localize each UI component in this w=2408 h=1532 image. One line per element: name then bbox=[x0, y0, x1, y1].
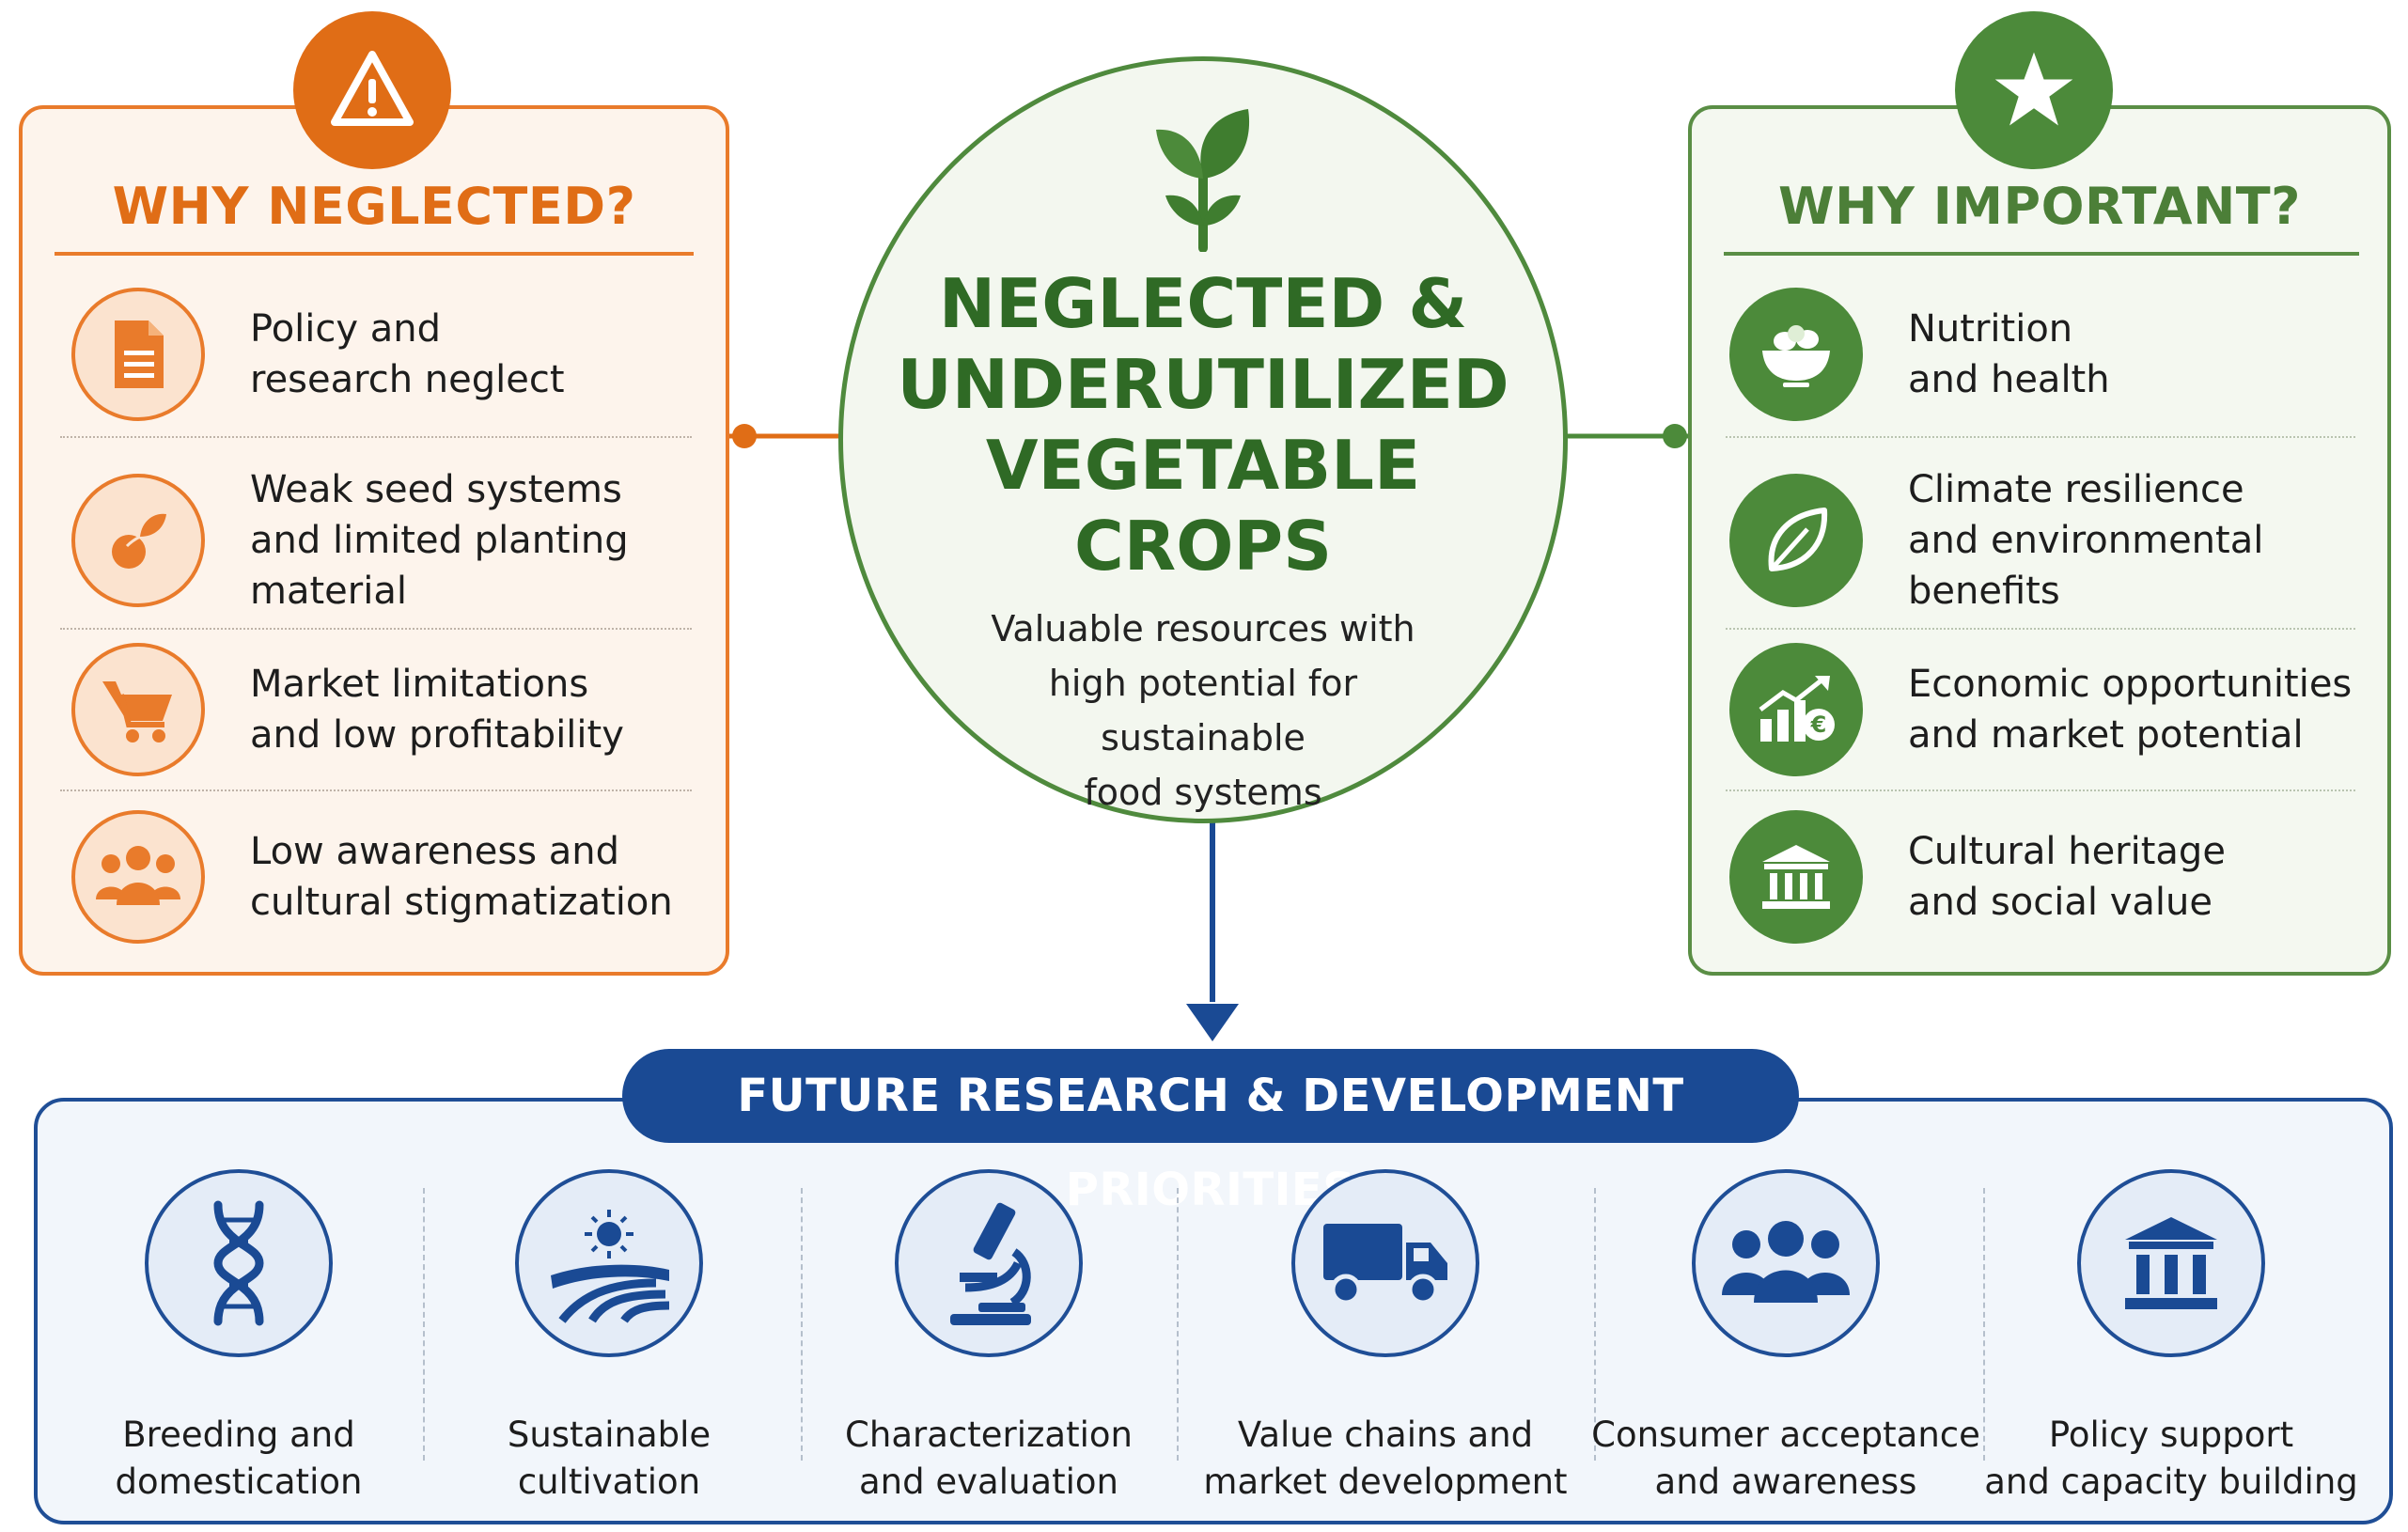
microscope-icon bbox=[895, 1169, 1083, 1357]
field-sun-icon bbox=[515, 1169, 703, 1357]
item-line: Policy and bbox=[250, 307, 442, 351]
important-item-nutrition: Nutrition and health bbox=[1729, 288, 2110, 421]
left-connector-dot bbox=[732, 424, 757, 448]
warning-icon bbox=[331, 51, 414, 126]
neglect-item-seed: Weak seed systems and limited planting m… bbox=[71, 464, 629, 617]
item-line: Climate resilience bbox=[1908, 468, 2244, 511]
priority-label: domestication bbox=[115, 1462, 363, 1502]
item-line: and environmental bbox=[1908, 519, 2264, 562]
priorities-title: FUTURE RESEARCH & DEVELOPMENT PRIORITIES bbox=[622, 1049, 1799, 1216]
item-line: and health bbox=[1908, 358, 2110, 401]
center-title-line: NEGLECTED & bbox=[938, 264, 1468, 343]
growth-chart-icon: € bbox=[1729, 643, 1863, 776]
priority-label: Value chains and bbox=[1237, 1415, 1534, 1455]
priority-label: and evaluation bbox=[859, 1462, 1118, 1502]
item-line: Cultural heritage bbox=[1908, 830, 2226, 873]
item-line: Market limitations bbox=[250, 663, 589, 706]
divider bbox=[1726, 436, 2355, 438]
separator bbox=[1594, 1188, 1596, 1461]
down-arrow bbox=[1186, 1004, 1239, 1041]
title-rule bbox=[1724, 252, 2359, 256]
priority-label: market development bbox=[1203, 1462, 1568, 1502]
divider bbox=[60, 628, 692, 630]
important-item-heritage: Cultural heritage and social value bbox=[1729, 810, 2226, 944]
priority-policy: Policy support and capacity building bbox=[1974, 1169, 2369, 1506]
item-line: and social value bbox=[1908, 881, 2213, 924]
salad-bowl-icon bbox=[1729, 288, 1863, 421]
item-line: benefits bbox=[1908, 570, 2060, 613]
center-subtitle-line: Valuable resources with bbox=[991, 608, 1415, 649]
svg-text:€: € bbox=[1810, 711, 1827, 738]
priority-characterization: Characterization and evaluation bbox=[791, 1169, 1186, 1506]
neglect-item-awareness: Low awareness and cultural stigmatizatio… bbox=[71, 810, 673, 944]
divider bbox=[1726, 628, 2355, 630]
priority-cultivation: Sustainable cultivation bbox=[412, 1169, 806, 1506]
item-line: and market potential bbox=[1908, 713, 2304, 757]
important-item-climate: Climate resilience and environmental ben… bbox=[1729, 464, 2263, 617]
priority-consumer: Consumer acceptance and awareness bbox=[1588, 1169, 1983, 1506]
priority-label: and capacity building bbox=[1984, 1462, 2358, 1502]
item-line: Low awareness and bbox=[250, 830, 620, 873]
priority-breeding: Breeding and domestication bbox=[41, 1169, 436, 1506]
separator bbox=[1983, 1188, 1985, 1461]
separator bbox=[1177, 1188, 1179, 1461]
star-badge bbox=[1955, 11, 2113, 169]
people-icon bbox=[1692, 1169, 1880, 1357]
sprout-icon bbox=[1156, 109, 1250, 252]
seed-icon bbox=[71, 474, 205, 607]
priority-label: Breeding and bbox=[122, 1415, 355, 1455]
item-line: Nutrition bbox=[1908, 307, 2073, 351]
why-neglected-title: WHY NEGLECTED? bbox=[112, 177, 636, 236]
center-title-line: VEGETABLE bbox=[985, 426, 1421, 505]
people-icon bbox=[71, 810, 205, 944]
warning-badge bbox=[293, 11, 451, 169]
divider bbox=[60, 789, 692, 791]
priority-label: Policy support bbox=[2048, 1415, 2294, 1455]
item-line: and low profitability bbox=[250, 713, 624, 757]
priority-label: cultivation bbox=[517, 1462, 701, 1502]
right-connector-dot bbox=[1663, 424, 1687, 448]
neglect-item-policy: Policy and research neglect bbox=[71, 288, 565, 421]
center-title-line: CROPS bbox=[1073, 507, 1333, 586]
center-title-line: UNDERUTILIZED bbox=[897, 345, 1509, 424]
important-item-economic: € Economic opportunities and market pote… bbox=[1729, 643, 2352, 776]
separator bbox=[801, 1188, 803, 1461]
separator bbox=[423, 1188, 425, 1461]
center-subtitle-line: food systems bbox=[1084, 772, 1322, 813]
item-line: Weak seed systems bbox=[250, 468, 622, 511]
document-icon bbox=[71, 288, 205, 421]
item-line: Economic opportunities bbox=[1908, 663, 2353, 706]
divider bbox=[1726, 789, 2355, 791]
cart-icon bbox=[71, 643, 205, 776]
museum-icon bbox=[1729, 810, 1863, 944]
neglect-item-market: Market limitations and low profitability bbox=[71, 643, 624, 776]
center-title: NEGLECTED & UNDERUTILIZED VEGETABLE CROP… bbox=[838, 263, 1568, 586]
priority-label: and awareness bbox=[1654, 1462, 1917, 1502]
bank-icon bbox=[2077, 1169, 2265, 1357]
item-line: and limited planting bbox=[250, 519, 629, 562]
item-line: research neglect bbox=[250, 358, 565, 401]
priority-label: Sustainable bbox=[507, 1415, 711, 1455]
priority-label: Characterization bbox=[845, 1415, 1133, 1455]
divider bbox=[60, 436, 692, 438]
priority-label: Consumer acceptance bbox=[1591, 1415, 1980, 1455]
item-line: material bbox=[250, 570, 407, 613]
priority-value-chains: Value chains and market development bbox=[1188, 1169, 1583, 1506]
dna-icon bbox=[145, 1169, 333, 1357]
title-rule bbox=[55, 252, 694, 256]
why-important-title: WHY IMPORTANT? bbox=[1778, 177, 2301, 236]
center-subtitle: Valuable resources with high potential f… bbox=[942, 602, 1464, 820]
star-icon bbox=[1994, 52, 2073, 126]
truck-icon bbox=[1291, 1169, 1479, 1357]
center-subtitle-line: high potential for sustainable bbox=[1048, 663, 1358, 758]
leaf-icon bbox=[1729, 474, 1863, 607]
item-line: cultural stigmatization bbox=[250, 881, 673, 924]
priorities-box bbox=[34, 1098, 2393, 1524]
